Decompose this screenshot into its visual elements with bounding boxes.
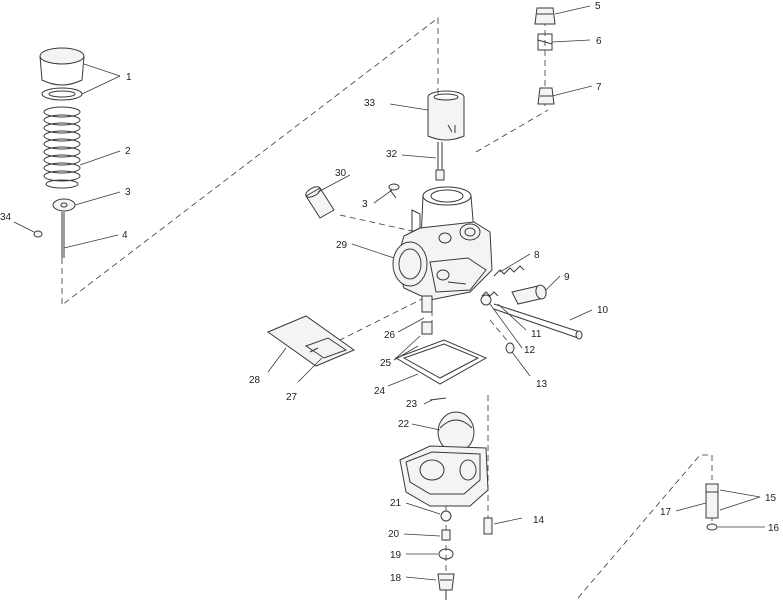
callout-labels: 1 2 3 4 5 6 7 8 9 10 11 12 13 14 15 16 1… xyxy=(0,1,780,584)
top-cap-part xyxy=(39,47,85,101)
callout-28: 28 xyxy=(249,375,261,386)
drain-screw-part xyxy=(483,517,493,535)
pilot-screw-part xyxy=(388,183,400,199)
float-bowl-part xyxy=(399,445,489,507)
callout-11: 11 xyxy=(531,329,542,340)
retainer-part xyxy=(52,198,76,212)
float-pin-parts xyxy=(705,483,719,531)
callout-26: 26 xyxy=(384,330,396,341)
callout-29: 29 xyxy=(336,240,348,251)
callout-25: 25 xyxy=(380,358,392,369)
callout-9: 9 xyxy=(564,272,570,283)
callout-18: 18 xyxy=(390,573,402,584)
callout-34: 34 xyxy=(0,212,12,223)
callout-12: 12 xyxy=(524,345,536,356)
callout-23: 23 xyxy=(406,399,418,410)
jet-needle-part xyxy=(61,212,65,258)
assembly-reference-lines xyxy=(61,17,713,599)
callout-1: 1 xyxy=(126,72,132,83)
callout-15: 15 xyxy=(765,493,777,504)
needle-jet-part xyxy=(435,142,445,181)
callout-31: 3 xyxy=(362,199,368,210)
needle-clip-part xyxy=(33,230,43,238)
cable-adjuster-parts xyxy=(534,7,556,105)
callout-16: 16 xyxy=(768,523,780,534)
leader-lines xyxy=(13,5,765,581)
callout-22: 22 xyxy=(398,419,410,430)
callout-20: 20 xyxy=(388,529,400,540)
throttle-stop-screw-parts xyxy=(480,265,583,354)
float-part xyxy=(429,397,475,453)
callout-7: 7 xyxy=(596,82,602,93)
plate-and-gasket-parts xyxy=(266,315,356,367)
choke-plunger-part xyxy=(305,186,335,219)
callout-27: 27 xyxy=(286,392,298,403)
callout-19: 19 xyxy=(390,550,402,561)
callout-32: 32 xyxy=(386,149,398,160)
callout-17: 17 xyxy=(660,507,672,518)
callout-5: 5 xyxy=(595,1,601,12)
callout-4: 4 xyxy=(122,230,128,241)
callout-24: 24 xyxy=(374,386,386,397)
carburetor-body-part xyxy=(392,186,493,301)
jet-parts xyxy=(421,295,433,335)
main-jet-stack-parts xyxy=(437,510,455,600)
callout-30: 30 xyxy=(335,168,347,179)
throttle-spring-part xyxy=(43,106,81,189)
callout-6: 6 xyxy=(596,36,602,47)
callout-8: 8 xyxy=(534,250,540,261)
callout-14: 14 xyxy=(533,515,545,526)
callout-3: 3 xyxy=(125,187,131,198)
callout-2: 2 xyxy=(125,146,131,157)
callout-10: 10 xyxy=(597,305,609,316)
callout-33: 33 xyxy=(364,98,376,109)
throttle-slide-part xyxy=(427,90,465,141)
callout-13: 13 xyxy=(536,379,548,390)
callout-21: 21 xyxy=(390,498,402,509)
bowl-gasket-part xyxy=(394,339,488,385)
